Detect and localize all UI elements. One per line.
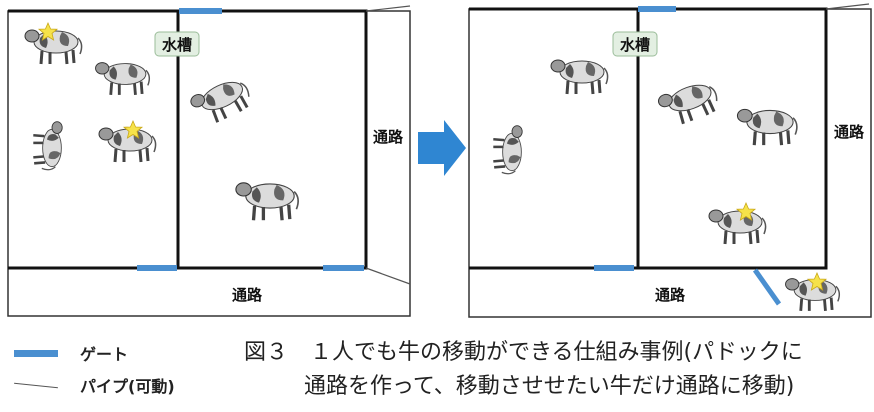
- legend-pipe-label: パイプ(可動): [80, 377, 175, 396]
- cow-icon: [655, 76, 724, 131]
- figure-caption-line1: 図３ １人でも牛の移動ができる仕組み事例(パドックに: [244, 340, 803, 365]
- gate: [594, 265, 634, 271]
- water-tank-label: 水槽: [620, 36, 650, 54]
- gate: [137, 265, 177, 271]
- cow-icon: [187, 72, 256, 131]
- passage-label: 通路: [834, 123, 865, 141]
- cow-icon: [492, 124, 524, 176]
- water-tank-badge: [154, 31, 200, 57]
- gate: [179, 8, 222, 14]
- passage-label: 通路: [373, 128, 404, 146]
- water-tank-badge: [612, 31, 658, 57]
- pipe-bottom: [365, 267, 411, 285]
- passage-label: 通路: [232, 286, 263, 304]
- cow-icon: [707, 208, 768, 246]
- cow-icon: [94, 61, 151, 97]
- arrow-right-icon: [418, 120, 466, 176]
- cow-icon: [549, 58, 610, 96]
- legend-gate: ゲート: [14, 342, 128, 364]
- gate-swatch: [14, 349, 58, 357]
- outer-boundary: [468, 8, 872, 318]
- cow-icon: [23, 28, 84, 66]
- cow-icon: [97, 126, 158, 164]
- pipe-swatch: [14, 382, 58, 388]
- legend-gate-label: ゲート: [80, 345, 129, 364]
- legend-pipe: パイプ(可動): [14, 374, 175, 396]
- cow-icon: [234, 181, 300, 222]
- gate: [638, 6, 676, 12]
- gate: [323, 265, 364, 271]
- legend: ゲート パイプ(可動): [14, 336, 210, 404]
- paddock-before: [7, 5, 411, 317]
- cow-icon: [735, 107, 799, 147]
- figure-caption-line2: 通路を作って、移動させせたい牛だけ通路に移動): [304, 374, 795, 399]
- water-tank-label: 水槽: [162, 36, 192, 54]
- paddock-after: [468, 3, 872, 318]
- gate: [752, 268, 782, 306]
- passage-label: 通路: [655, 286, 686, 304]
- pipe-top: [365, 5, 411, 12]
- cow-icon: [32, 120, 64, 172]
- pipe-top: [825, 3, 870, 10]
